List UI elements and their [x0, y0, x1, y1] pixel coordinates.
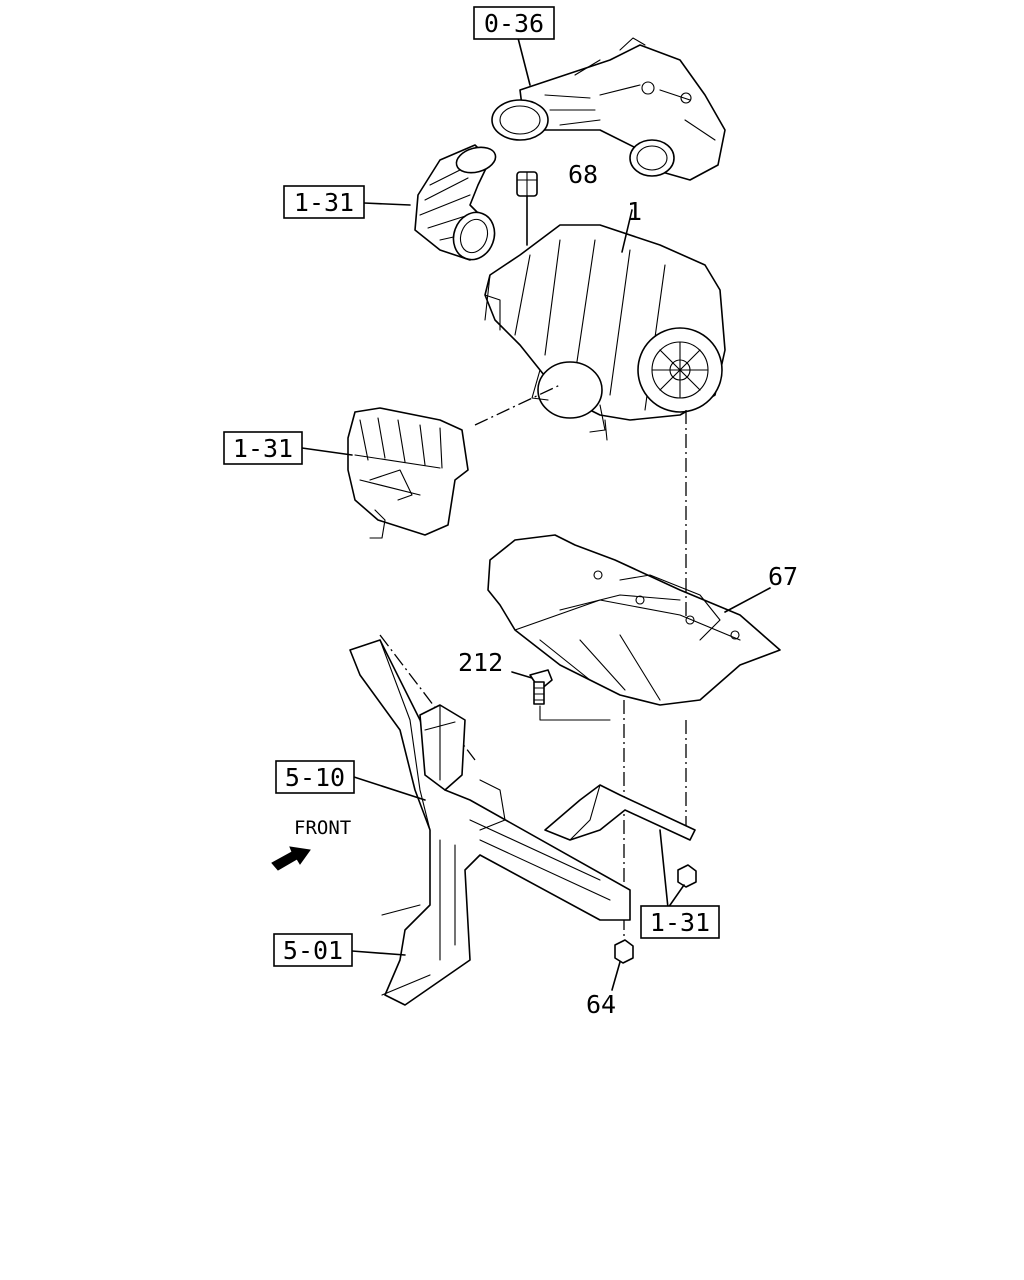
ref-1-31-frame-leader-b	[667, 884, 685, 909]
part-1-leader	[621, 209, 633, 253]
air-inlet-duct	[347, 384, 561, 539]
ref-1-31-inlet-label: 1-31	[233, 434, 293, 463]
part-68-label: 68	[568, 160, 598, 189]
ref-5-01-leader	[351, 950, 406, 956]
ref-box-1-31-hose[interactable]: 1-31	[283, 185, 365, 219]
part-212-label: 212	[458, 648, 503, 677]
inlet-flow-line	[474, 384, 561, 426]
intake-pipe-assembly	[491, 37, 726, 181]
part-64-leader	[611, 961, 621, 991]
chassis-frame	[349, 639, 696, 1006]
ref-box-1-31-inlet[interactable]: 1-31	[223, 431, 303, 465]
ref-1-31-hose-label: 1-31	[294, 188, 354, 217]
ref-1-31-frame-label: 1-31	[650, 908, 710, 937]
air-cleaner-body	[484, 209, 726, 441]
part-1-label: 1	[627, 197, 642, 226]
frame-nut	[677, 864, 697, 888]
nut-64	[611, 939, 634, 991]
ref-box-5-01[interactable]: 5-01	[273, 933, 353, 967]
front-label: FRONT	[294, 817, 351, 839]
part-67-label: 67	[768, 562, 798, 591]
ref-1-31-hose-leader	[363, 202, 411, 206]
bolt-68	[516, 171, 538, 246]
ref-5-10-label: 5-10	[285, 763, 345, 792]
part-64-label: 64	[586, 990, 616, 1019]
bolt-212	[511, 669, 611, 721]
flexible-hose	[414, 144, 497, 261]
ref-0-36-label: 0-36	[484, 9, 544, 38]
front-arrow-icon	[271, 846, 311, 871]
part-67-leader	[724, 587, 771, 613]
bracket-plate-67	[487, 534, 781, 706]
ref-1-31-inlet-leader	[301, 447, 353, 456]
ref-0-36-leader	[517, 37, 531, 86]
ref-box-0-36[interactable]: 0-36	[473, 6, 555, 40]
ref-5-01-label: 5-01	[283, 936, 343, 965]
ref-box-5-10[interactable]: 5-10	[275, 760, 355, 794]
ref-box-1-31-frame[interactable]: 1-31	[640, 905, 720, 939]
ref-1-31-frame-leader-a	[659, 829, 669, 909]
ref-5-10-leader	[353, 776, 426, 801]
